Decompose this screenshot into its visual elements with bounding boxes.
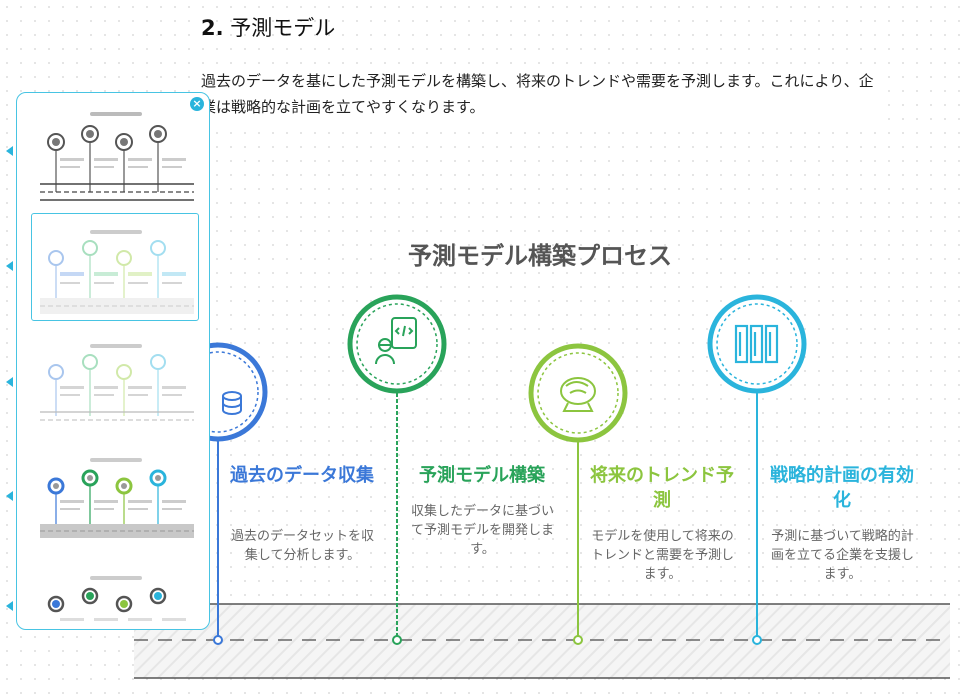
thumbnail-arrow-1-icon bbox=[6, 146, 13, 156]
infographic-title: 予測モデル構築プロセス bbox=[408, 242, 672, 270]
step-2-graphic bbox=[347, 294, 447, 645]
style-thumbnail-5[interactable] bbox=[31, 559, 199, 629]
columns-icon bbox=[734, 324, 779, 364]
step-3-ring bbox=[528, 343, 628, 443]
database-icon bbox=[222, 391, 242, 415]
step-1-desc: 過去のデータセットを収集して分析します。 bbox=[230, 529, 374, 563]
section-title: 予測モデル bbox=[230, 16, 336, 40]
step-4-graphic bbox=[707, 294, 807, 645]
crystal-ball-icon bbox=[560, 377, 596, 412]
step-2-title: 予測モデル構築 bbox=[419, 465, 545, 486]
style-picker-panel[interactable] bbox=[16, 92, 210, 630]
step-1-marker bbox=[213, 635, 223, 645]
style-thumbnail-1[interactable] bbox=[31, 99, 199, 207]
step-4-desc: 予測に基づいて戦略的計画を立てる企業を支援します。 bbox=[770, 529, 914, 582]
step-4-ring bbox=[707, 294, 807, 394]
step-2-ring bbox=[347, 294, 447, 394]
thumbnail-arrow-3-icon bbox=[6, 377, 13, 387]
style-thumbnail-4[interactable] bbox=[31, 443, 199, 551]
section-number: 2. bbox=[201, 16, 224, 40]
section-heading: 2. 予測モデル bbox=[201, 12, 335, 42]
thumbnail-arrow-5-icon bbox=[6, 601, 13, 611]
step-2-desc: 収集したデータに基づいて予測モデルを開発します。 bbox=[410, 504, 554, 557]
section-paragraph: 過去のデータを基にした予測モデルを構築し、将来のトレンドや需要を予測します。これ… bbox=[201, 68, 881, 120]
step-3-title: 将来のトレンド予測 bbox=[590, 465, 734, 511]
step-3-desc: モデルを使用して将来のトレンドと需要を予測します。 bbox=[590, 529, 734, 582]
step-1-title: 過去のデータ収集 bbox=[230, 465, 374, 486]
step-3-marker bbox=[573, 635, 583, 645]
step-3-graphic bbox=[528, 343, 628, 645]
step-2-marker bbox=[392, 635, 402, 645]
developer-code-icon bbox=[375, 317, 417, 365]
thumbnail-arrow-4-icon bbox=[6, 491, 13, 501]
style-thumbnail-3[interactable] bbox=[31, 329, 199, 437]
style-thumbnail-2[interactable] bbox=[31, 213, 199, 321]
timeline-band bbox=[134, 604, 950, 678]
step-4-marker bbox=[752, 635, 762, 645]
step-4-title: 戦略的計画の有効化 bbox=[770, 465, 914, 511]
close-icon[interactable]: × bbox=[190, 97, 204, 111]
thumbnail-arrow-2-icon bbox=[6, 261, 13, 271]
